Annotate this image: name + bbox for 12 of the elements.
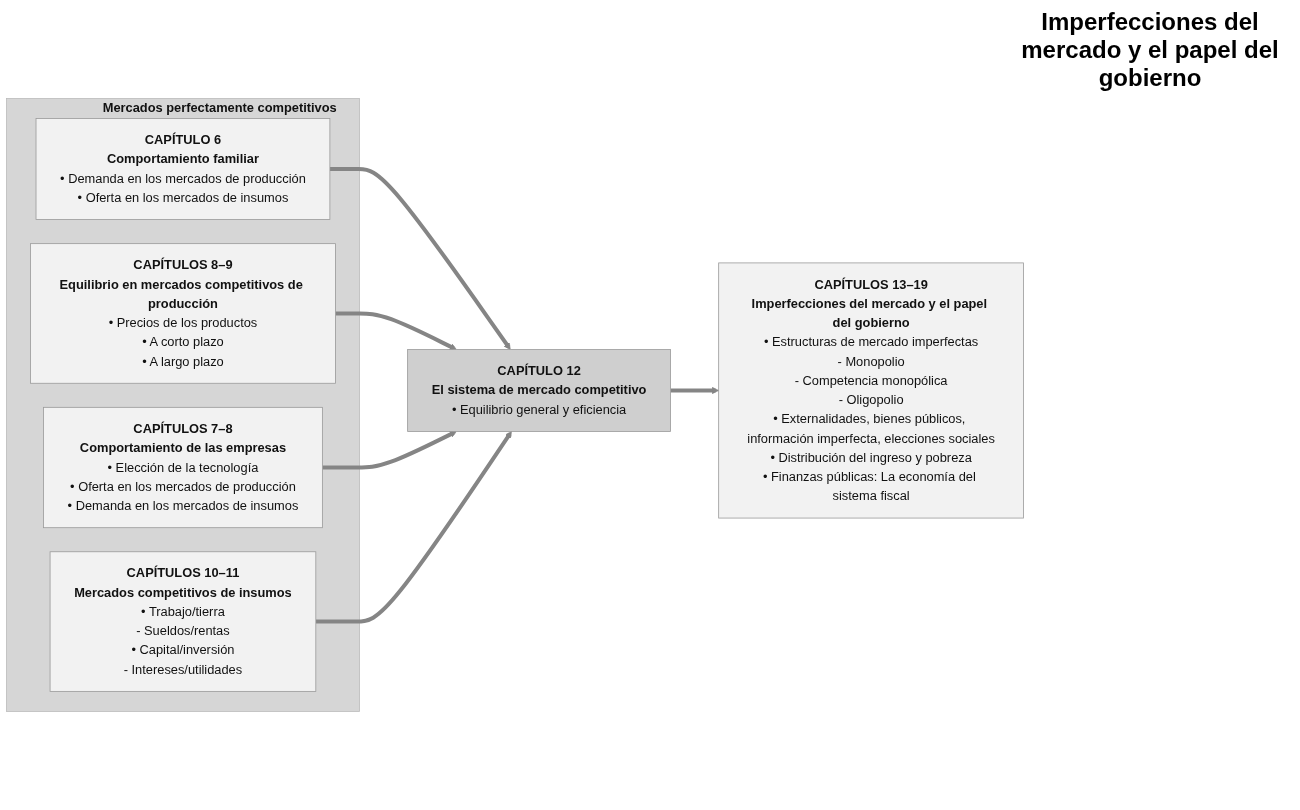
arrow — [335, 311, 457, 350]
node-box: CAPÍTULO 12 El sistema de mercado competitivo • Equilibrio general y eficiencia — [407, 349, 671, 432]
arrow — [322, 431, 457, 470]
node-box: CAPÍTULOS 7–8 Comportamiento de las empresas • Elección de la tecnología • Oferta en los mercados de producción • Demanda en los mercados de insumos — [43, 407, 323, 529]
node-box: CAPÍTULOS 10–11 Mercados competitivos de insumos • Trabajo/tierra - Sueldos/rentas • Capital/inversión - Intereses/utilidades — [49, 551, 317, 692]
node-box: CAPÍTULOS 8–9 Equilibrio en mercados competitivos de producción • Precios de los productos • A corto plazo • A largo plazo — [30, 243, 336, 384]
arrow — [329, 167, 511, 350]
heading-text: Imperfecciones del mercado y el papel del gobierno — [1020, 8, 1280, 92]
node-box: CAPÍTULOS 13–19 Imperfecciones del mercado y el papel del gobierno • Estructuras de mercado imperfectas - Monopolio - Competencia monopólica - Oligopolio • Externalidades, bienes públicos, información imperfecta, elecciones sociales • Distribución del ingreso y pobreza • Finanzas públicas: La economía del sistema fiscal — [718, 262, 1024, 519]
arrow — [315, 431, 512, 624]
arrow — [670, 387, 719, 395]
node-box: CAPÍTULO 6 Comportamiento familiar • Demanda en los mercados de producción • Oferta en los mercados de insumos — [35, 118, 331, 221]
